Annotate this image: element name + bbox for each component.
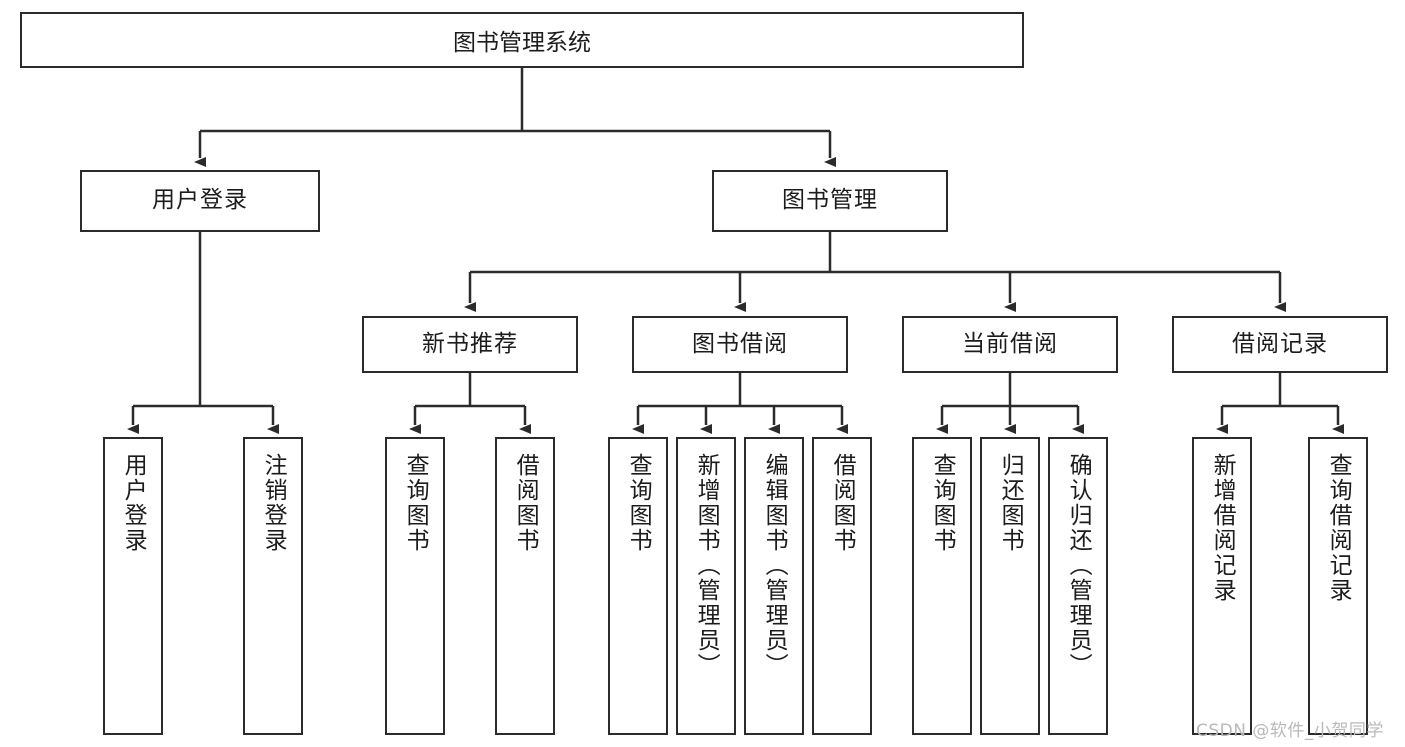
node-book-borrow[interactable]: 图书借阅 xyxy=(632,316,848,373)
node-leaf-borrow-book-label: 借阅图书 xyxy=(829,453,856,553)
node-leaf-edit-book-admin-label: 编辑图书（管理员） xyxy=(761,453,788,678)
node-user-login[interactable]: 用户登录 xyxy=(80,170,320,232)
node-leaf-query-borrow-record-label: 查询借阅记录 xyxy=(1325,453,1352,603)
node-leaf-borrow-query-book-label: 查询图书 xyxy=(625,453,652,553)
csdn-watermark: CSDN @软件_小贺同学 xyxy=(1196,721,1384,741)
node-book-borrow-label: 图书借阅 xyxy=(692,330,788,357)
node-leaf-add-book-admin[interactable]: 新增图书（管理员） xyxy=(676,437,736,735)
node-leaf-recommend-borrow-book[interactable]: 借阅图书 xyxy=(495,437,555,735)
node-leaf-borrow-book[interactable]: 借阅图书 xyxy=(812,437,872,735)
node-leaf-user-login-label: 用户登录 xyxy=(120,453,147,553)
node-current-borrow[interactable]: 当前借阅 xyxy=(902,316,1118,373)
node-user-login-label: 用户登录 xyxy=(152,187,248,214)
node-leaf-confirm-return-admin-label: 确认归还（管理员） xyxy=(1065,453,1092,678)
node-new-book-recommend-label: 新书推荐 xyxy=(422,330,518,357)
node-borrow-record[interactable]: 借阅记录 xyxy=(1172,316,1388,373)
node-leaf-return-book-label: 归还图书 xyxy=(997,453,1024,553)
node-leaf-add-borrow-record-label: 新增借阅记录 xyxy=(1209,453,1236,603)
node-leaf-add-borrow-record[interactable]: 新增借阅记录 xyxy=(1192,437,1252,735)
node-leaf-edit-book-admin[interactable]: 编辑图书（管理员） xyxy=(744,437,804,735)
node-leaf-recommend-borrow-book-label: 借阅图书 xyxy=(512,453,539,553)
node-leaf-user-login[interactable]: 用户登录 xyxy=(103,437,163,735)
node-leaf-return-book[interactable]: 归还图书 xyxy=(980,437,1040,735)
node-root-system-label: 图书管理系统 xyxy=(453,30,591,56)
node-leaf-add-book-admin-label: 新增图书（管理员） xyxy=(693,453,720,678)
node-leaf-recommend-query-book[interactable]: 查询图书 xyxy=(385,437,445,735)
node-leaf-confirm-return-admin[interactable]: 确认归还（管理员） xyxy=(1048,437,1108,735)
node-book-management-label: 图书管理 xyxy=(782,187,878,214)
node-leaf-query-borrow-record[interactable]: 查询借阅记录 xyxy=(1308,437,1368,735)
node-leaf-recommend-query-book-label: 查询图书 xyxy=(402,453,429,553)
node-leaf-current-query-book[interactable]: 查询图书 xyxy=(912,437,972,735)
node-leaf-logout[interactable]: 注销登录 xyxy=(243,437,303,735)
node-leaf-current-query-book-label: 查询图书 xyxy=(929,453,956,553)
node-new-book-recommend[interactable]: 新书推荐 xyxy=(362,316,578,373)
node-leaf-logout-label: 注销登录 xyxy=(260,453,287,553)
node-current-borrow-label: 当前借阅 xyxy=(962,330,1058,357)
node-borrow-record-label: 借阅记录 xyxy=(1232,330,1328,357)
node-root-system[interactable]: 图书管理系统 xyxy=(20,12,1024,68)
node-book-management[interactable]: 图书管理 xyxy=(712,170,948,232)
node-leaf-borrow-query-book[interactable]: 查询图书 xyxy=(608,437,668,735)
